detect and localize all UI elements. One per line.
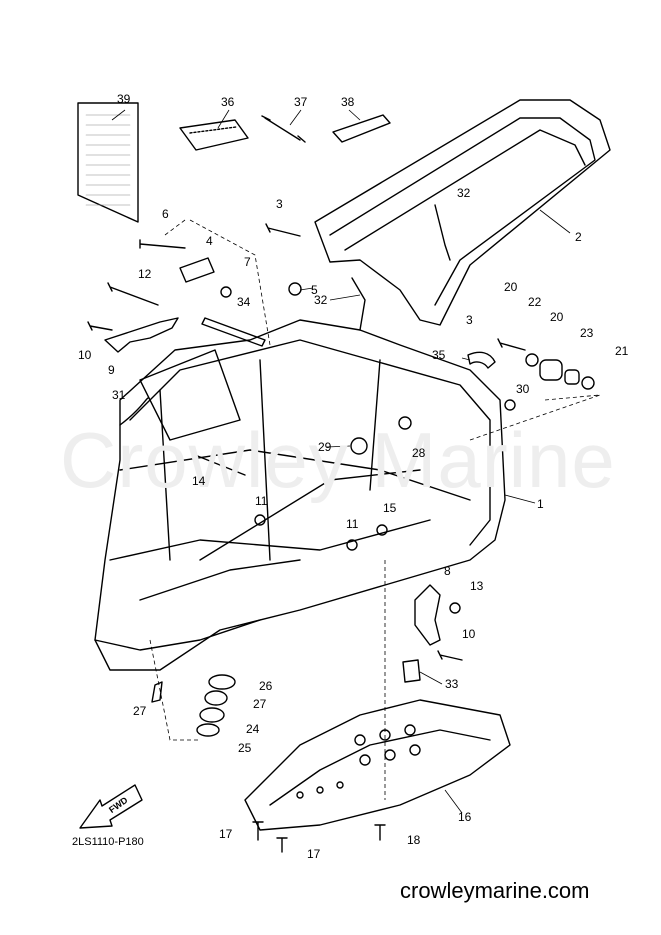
bolt-14 [192,450,246,476]
callout-10b: 10 [462,627,476,641]
bolt-6 [139,239,186,249]
pad [179,119,249,151]
bolt-17a [252,821,264,841]
callout-11b: 11 [346,517,359,531]
footer-site: crowleymarine.com [400,878,590,903]
callout-27: 27 [133,704,147,718]
bracket-left [104,317,179,353]
collar-21 [564,369,580,385]
callout-38: 38 [341,95,355,109]
nut-13 [449,602,461,614]
callout-23: 24 [246,722,260,736]
callout-28: 28 [412,446,426,460]
callout-30: 29 [318,440,332,454]
bolt-5-head [288,282,302,296]
fwd-arrow [79,784,143,829]
spacer-19 [539,359,563,381]
callout-32b: 32 [314,293,328,307]
callout-20a: 22 [528,295,542,309]
knob-30 [350,437,368,455]
callout-37: 37 [294,95,308,109]
cable-32a [434,204,451,261]
nut-11a [254,514,266,526]
rear-frame [314,99,611,326]
callout-33: 34 [237,295,251,309]
callout-19: 20 [550,310,564,324]
callout-13: 13 [470,579,484,593]
callout-4: 4 [206,234,213,248]
clip-35 [467,351,496,369]
callout-6: 6 [162,207,169,221]
callout-17a: 17 [219,827,233,841]
nut-15 [376,524,388,536]
leader-solid [111,109,571,814]
callout-15: 15 [383,501,397,515]
nut-7 [220,286,232,298]
callout-3a: 3 [276,197,283,211]
ring-23 [199,707,225,723]
callout-11a: 11 [255,494,268,508]
ring-25 [196,723,220,737]
bolt-10 [87,321,113,331]
ring-26 [204,690,228,706]
bolt-18 [374,824,386,841]
bolt-3 [265,223,301,237]
washer-20b [581,376,595,390]
nut-29 [504,399,516,411]
callout-10a: 10 [78,348,92,362]
bracket-4 [179,257,215,283]
callout-22: 20 [504,280,518,294]
callout-31: 31 [112,388,126,402]
callout-32a: 32 [457,186,471,200]
callout-35: 35 [432,348,446,362]
bolt-12 [107,282,159,306]
callout-20b: 21 [615,344,629,358]
callout-1: 1 [537,497,544,511]
bolt-22 [497,338,526,351]
callout-21: 23 [580,326,594,340]
callout-8: 8 [444,564,451,578]
callout-14: 14 [192,474,206,488]
bracket-right [414,584,441,646]
leader-lines [149,219,601,800]
hose-31 [119,397,149,426]
bolt-27 [151,681,163,703]
callout-7: 7 [244,255,251,269]
pin [261,115,306,143]
strap [332,114,391,143]
skid-plate [244,699,511,831]
callout-34: 33 [445,677,459,691]
bolt-17b [276,837,288,853]
callout-9: 9 [108,363,115,377]
knob-28 [398,416,412,430]
callout-16: 16 [458,810,472,824]
callout-5: 5 [311,283,318,297]
callout-3b: 3 [466,313,473,327]
callout-2: 2 [575,230,582,244]
strap-33 [201,317,266,347]
callout-24: 26 [259,679,273,693]
part-code: 2LS1110-P180 [72,836,144,848]
callout-17b: 17 [307,847,321,861]
callout-36: 36 [221,95,235,109]
callout-18: 18 [407,833,421,847]
callout-12: 12 [138,267,152,281]
callout-29: 30 [516,382,530,396]
main-frame [94,319,506,671]
manual-sheet [77,102,139,223]
washer-20a [525,353,539,367]
callout-26: 27 [253,697,267,711]
callout-25: 25 [238,741,252,755]
watermark: Crowley Marine [60,416,616,504]
nut-11b [346,539,358,551]
bolt-10b [437,650,463,661]
cable-32b [351,277,366,331]
ring-24 [208,674,236,690]
block-34 [402,659,421,683]
callout-39: 39 [117,92,131,106]
